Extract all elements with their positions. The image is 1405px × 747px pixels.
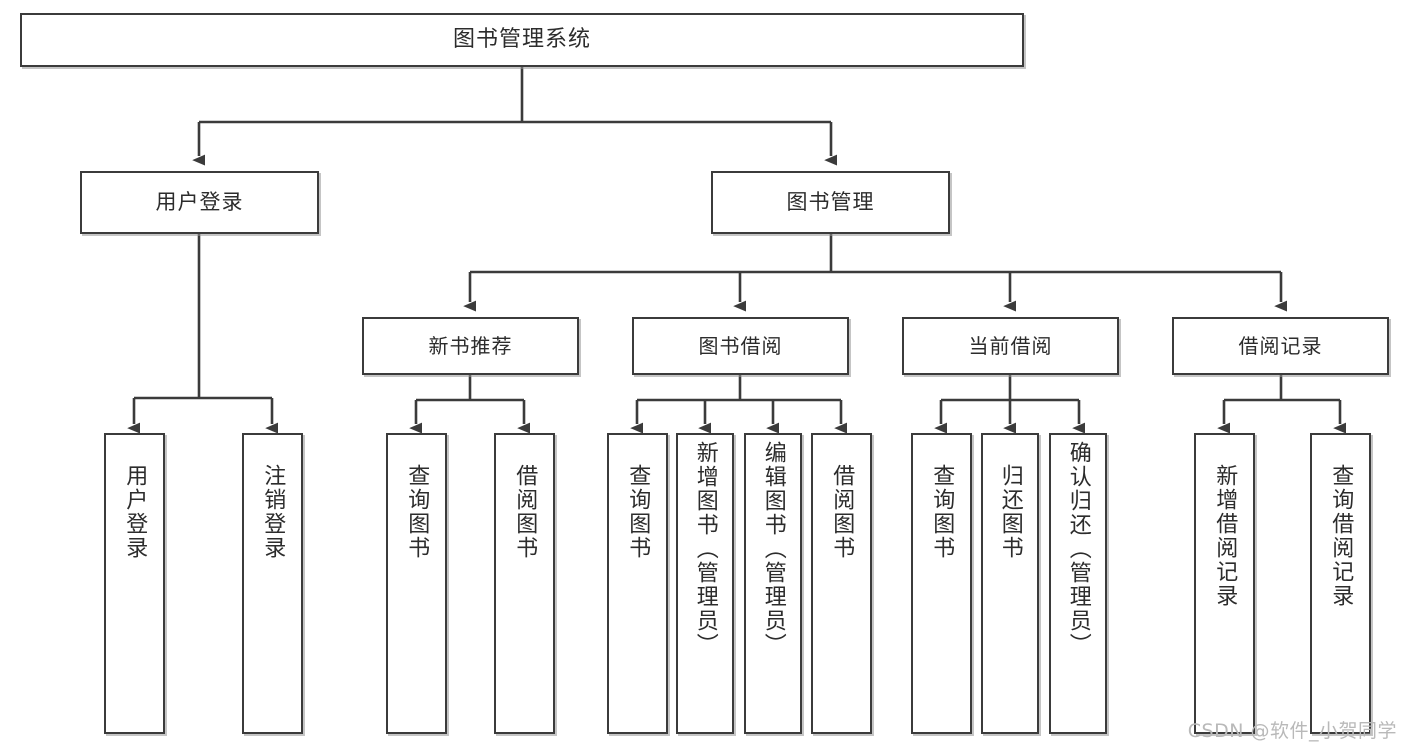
node-book-borrow[interactable]: 图书借阅 [632,317,849,375]
leaf-label: 借阅图书 [512,464,538,560]
node-root-label: 图书管理系统 [452,27,591,52]
node-book-borrow-label: 图书借阅 [698,334,783,358]
leaf-label: 查询图书 [625,464,651,560]
leaf-book-borrow-borrow[interactable]: 借阅图书 [811,433,872,734]
leaf-label: 借阅图书 [829,464,855,560]
leaf-current-borrow-confirm-return[interactable]: 确认归还（管理员） [1049,433,1107,734]
leaf-label: 确认归还（管理员） [1065,441,1091,657]
node-new-book-recommend-label: 新书推荐 [428,334,513,358]
node-borrow-record-label: 借阅记录 [1238,334,1323,358]
leaf-user-login-login[interactable]: 用户登录 [104,433,165,734]
leaf-book-borrow-edit[interactable]: 编辑图书（管理员） [744,433,802,734]
node-user-login[interactable]: 用户登录 [80,171,319,234]
leaf-label: 查询图书 [404,464,430,560]
leaf-current-borrow-return[interactable]: 归还图书 [981,433,1039,734]
leaf-label: 新增图书（管理员） [692,441,718,657]
leaf-label: 用户登录 [122,464,148,560]
leaf-new-book-query[interactable]: 查询图书 [386,433,447,734]
node-current-borrow-label: 当前借阅 [968,334,1053,358]
node-book-management-label: 图书管理 [786,190,875,214]
leaf-label: 查询借阅记录 [1328,464,1354,608]
leaf-label: 注销登录 [260,464,286,560]
leaf-current-borrow-query[interactable]: 查询图书 [911,433,972,734]
leaf-label: 新增借阅记录 [1212,464,1238,608]
leaf-borrow-record-add[interactable]: 新增借阅记录 [1194,433,1255,734]
node-new-book-recommend[interactable]: 新书推荐 [362,317,579,375]
leaf-new-book-borrow[interactable]: 借阅图书 [494,433,555,734]
leaf-book-borrow-query[interactable]: 查询图书 [607,433,668,734]
leaf-user-login-logout[interactable]: 注销登录 [242,433,303,734]
leaf-label: 归还图书 [997,464,1023,560]
leaf-label: 查询图书 [929,464,955,560]
leaf-book-borrow-add[interactable]: 新增图书（管理员） [676,433,734,734]
node-current-borrow[interactable]: 当前借阅 [902,317,1119,375]
node-borrow-record[interactable]: 借阅记录 [1172,317,1389,375]
node-user-login-label: 用户登录 [155,190,244,214]
node-book-management[interactable]: 图书管理 [711,171,950,234]
leaf-borrow-record-query[interactable]: 查询借阅记录 [1310,433,1371,734]
leaf-label: 编辑图书（管理员） [760,441,786,657]
watermark-text: CSDN @软件_小贺同学 [1187,720,1397,742]
node-root[interactable]: 图书管理系统 [20,13,1024,67]
